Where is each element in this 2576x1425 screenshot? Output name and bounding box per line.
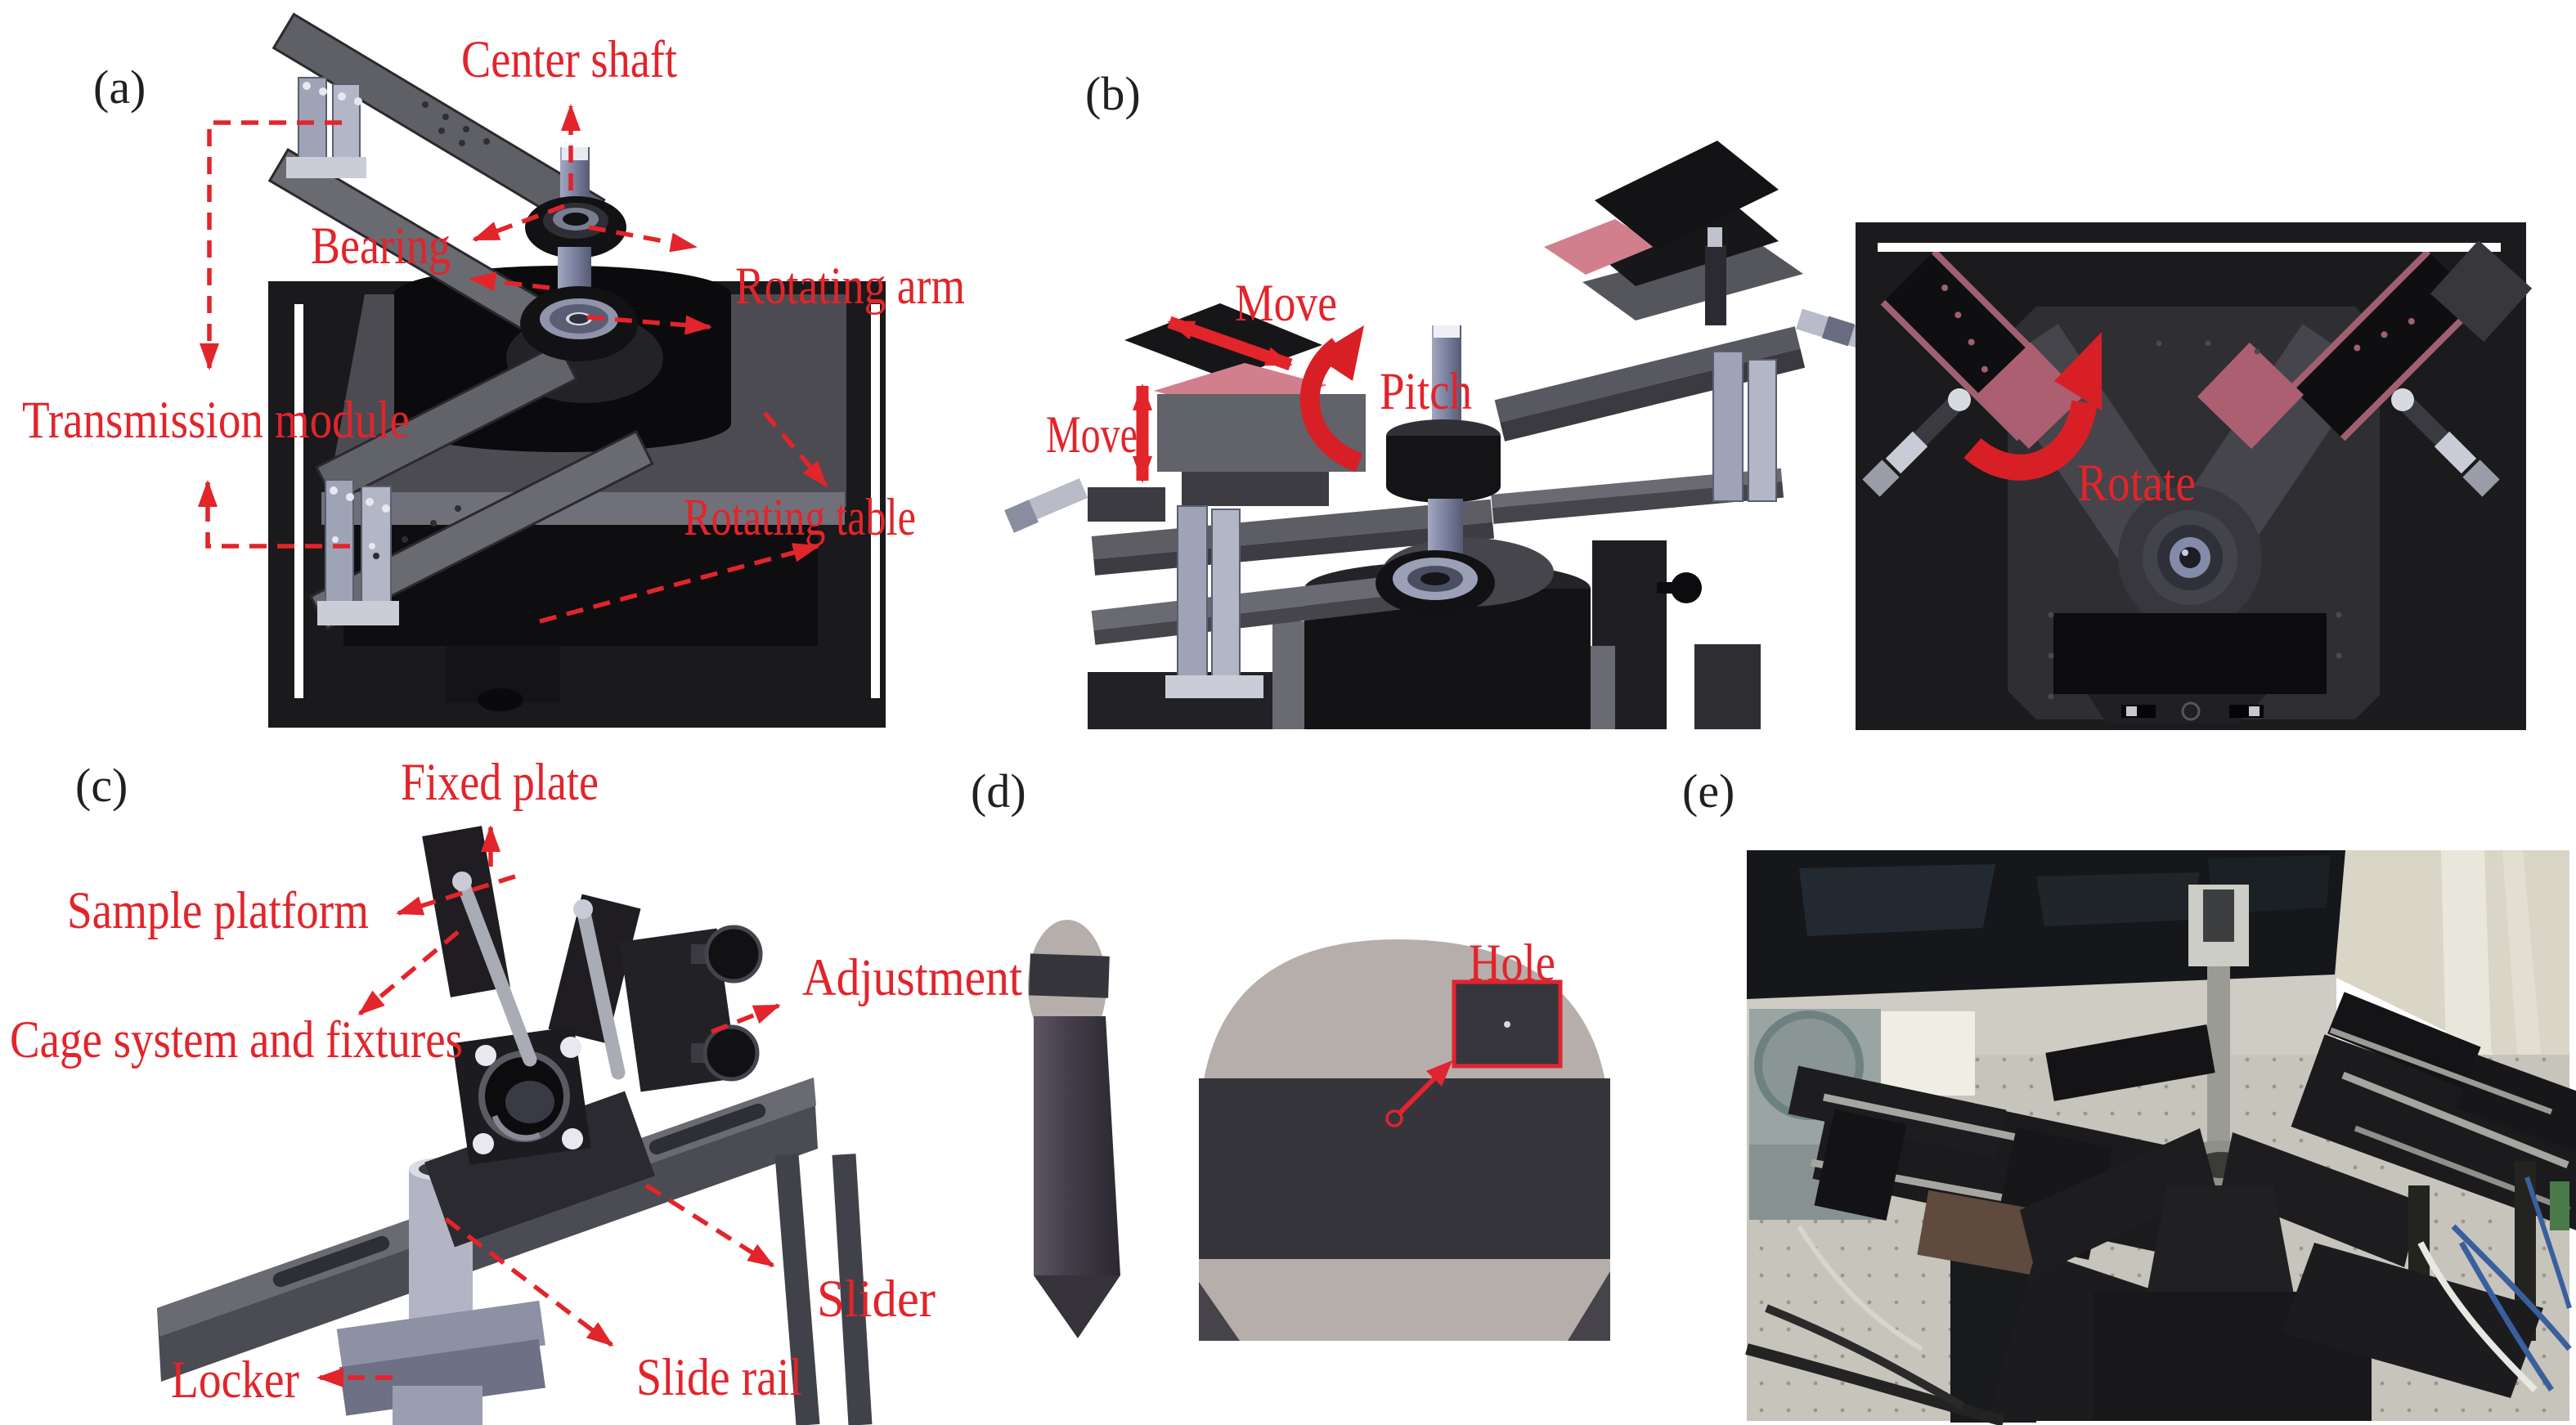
- svg-text:Transmission module: Transmission module: [22, 391, 410, 450]
- svg-text:(b): (b): [1085, 67, 1141, 120]
- svg-text:Center shaft: Center shaft: [461, 30, 677, 89]
- svg-text:Fixed plate: Fixed plate: [401, 753, 599, 812]
- svg-text:Hole: Hole: [1469, 934, 1555, 993]
- svg-text:Slide rail: Slide rail: [636, 1348, 802, 1407]
- svg-text:(e): (e): [1682, 764, 1735, 818]
- svg-text:Move: Move: [1046, 406, 1138, 464]
- svg-text:Adjustment: Adjustment: [802, 948, 1022, 1007]
- svg-text:(c): (c): [75, 759, 128, 812]
- svg-text:Bearing: Bearing: [311, 217, 451, 276]
- svg-text:Rotating arm: Rotating arm: [735, 257, 965, 316]
- svg-text:Cage system and fixtures: Cage system and fixtures: [10, 1010, 463, 1069]
- svg-text:Rotate: Rotate: [2077, 454, 2196, 513]
- svg-text:Slider: Slider: [817, 1270, 936, 1329]
- svg-text:(d): (d): [971, 764, 1026, 818]
- svg-text:Move: Move: [1235, 274, 1337, 333]
- svg-text:Locker: Locker: [171, 1351, 299, 1409]
- svg-text:Pitch: Pitch: [1380, 362, 1472, 421]
- svg-text:(a): (a): [93, 60, 146, 114]
- svg-text:Sample platform: Sample platform: [67, 881, 369, 940]
- svg-text:Rotating table: Rotating table: [684, 488, 916, 547]
